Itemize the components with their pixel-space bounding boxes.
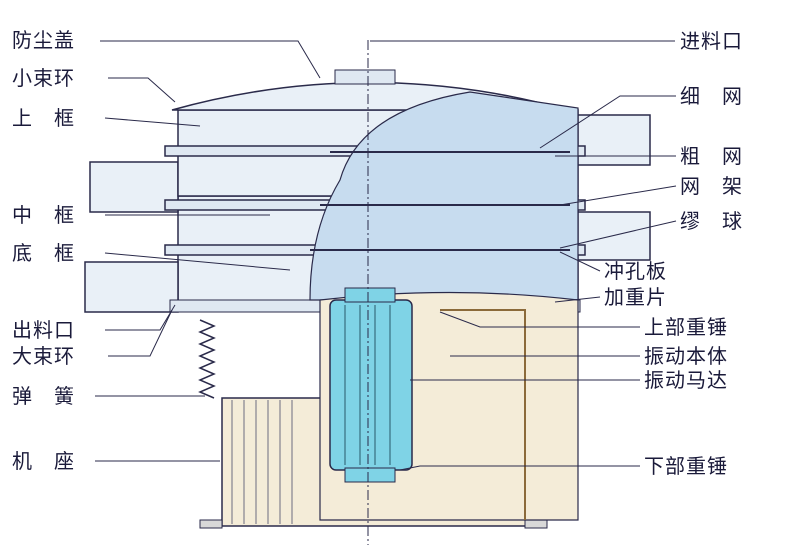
label-large-ring: 大束环 <box>12 344 75 368</box>
label-lower-weight: 下部重锤 <box>644 454 728 478</box>
vibrating-motor-shape <box>329 287 526 520</box>
label-punched-plate: 冲孔板 <box>604 259 667 283</box>
label-fine-mesh: 细 网 <box>680 84 743 108</box>
label-weight-plate: 加重片 <box>604 285 667 309</box>
label-outlet: 出料口 <box>12 318 75 342</box>
label-bottom-frame: 底 框 <box>12 241 75 265</box>
label-dust-cover: 防尘盖 <box>12 28 75 52</box>
label-base: 机 座 <box>12 449 75 473</box>
leader-lines-right <box>370 40 677 471</box>
label-vibrating-motor: 振动马达 <box>644 368 728 392</box>
label-upper-weight: 上部重锤 <box>644 315 728 339</box>
label-coarse-mesh: 粗 网 <box>680 144 743 168</box>
label-upper-frame: 上 框 <box>12 106 75 130</box>
label-spring: 弹 簧 <box>12 384 75 408</box>
label-bouncing-balls: 缪 球 <box>680 209 743 233</box>
label-middle-frame: 中 框 <box>12 203 75 227</box>
label-mesh-frame: 网 架 <box>680 174 743 198</box>
label-vibrating-body: 振动本体 <box>644 344 728 368</box>
label-inlet: 进料口 <box>680 29 743 53</box>
leader-lines-left <box>95 40 321 462</box>
label-small-ring: 小束环 <box>12 66 75 90</box>
